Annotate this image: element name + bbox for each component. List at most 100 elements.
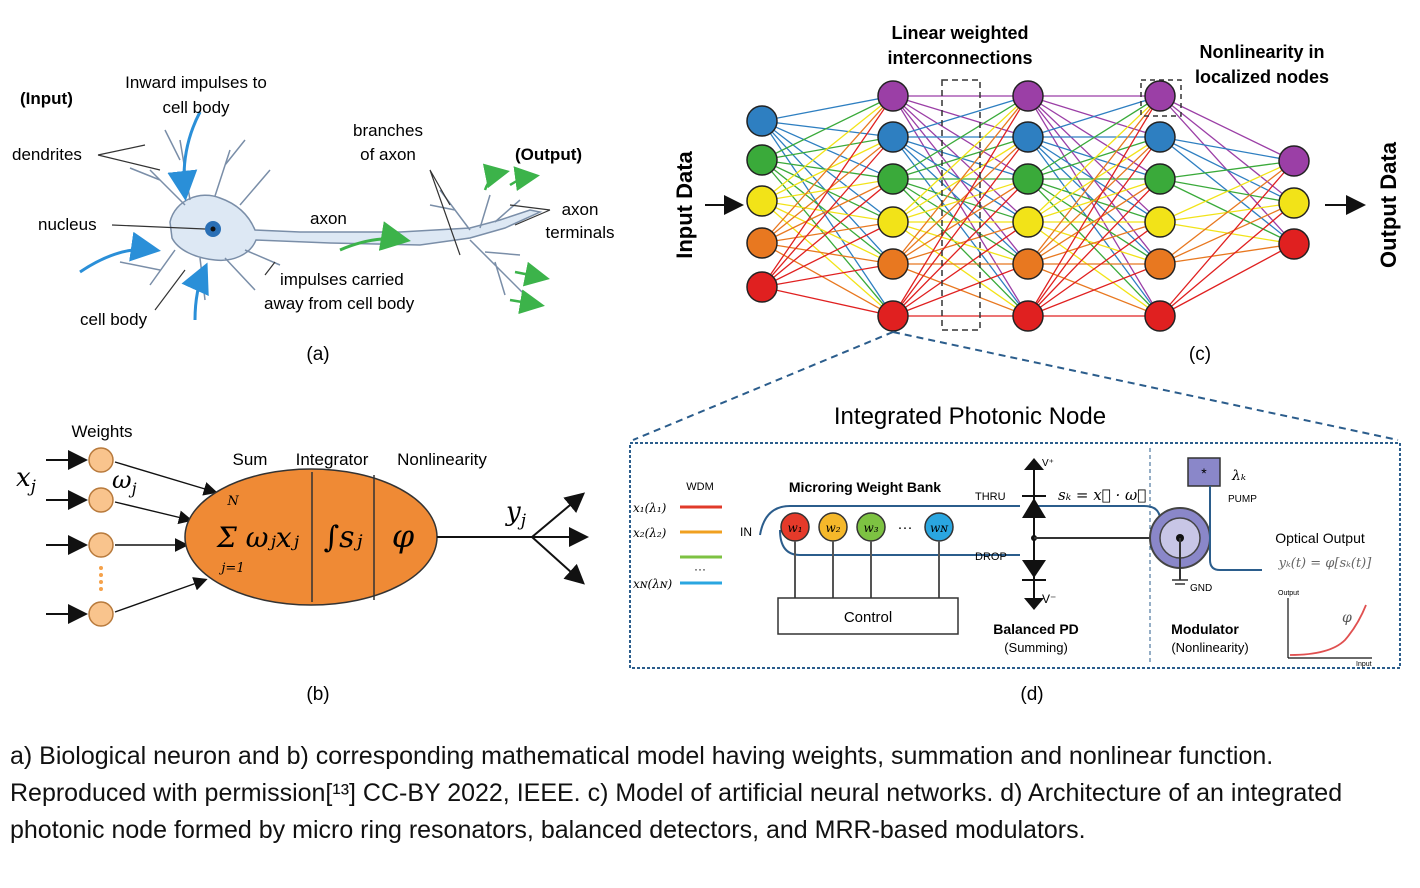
- network-node: [1012, 163, 1044, 195]
- inset-output-label: Output: [1278, 590, 1299, 597]
- network-edge: [1159, 95, 1295, 162]
- network-edge: [1159, 243, 1295, 265]
- panel-d-label: (d): [1020, 684, 1043, 705]
- inward-arrow: [181, 262, 209, 321]
- inward-arrow: [79, 231, 161, 274]
- network-edge: [761, 120, 894, 317]
- nonlinearity-label: Nonlinearity: [397, 450, 487, 469]
- network-node: [877, 121, 909, 153]
- panel-d-photonic-node: Integrated Photonic Node WDM x₁(λ₁) x₂(λ…: [629, 331, 1401, 705]
- network-edge: [761, 95, 894, 122]
- network-node: [877, 248, 909, 280]
- vplus-label: V⁺: [1042, 458, 1054, 469]
- x1-label: x₁(λ₁): [633, 501, 667, 515]
- branches-label-2: of axon: [360, 145, 416, 164]
- network-node: [1278, 145, 1310, 177]
- panel-b-label: (b): [306, 684, 329, 705]
- network-edge: [761, 178, 894, 244]
- network-edge: [892, 95, 1029, 138]
- inward-label: Inward impulses to: [125, 73, 267, 92]
- nonlinearity-in-label: Nonlinearity in: [1199, 42, 1324, 62]
- w2-label: w₂: [825, 521, 840, 535]
- network-edge: [761, 120, 894, 138]
- network-edge: [1027, 136, 1161, 180]
- figure-canvas: (Input) Inward impulses to cell body den…: [12, 23, 1401, 705]
- panel-c-ann: Linear weighted interconnections Nonline…: [672, 23, 1401, 365]
- output-arrow: [509, 166, 540, 192]
- network-edge: [761, 221, 894, 288]
- pump-star-icon: *: [1201, 465, 1207, 481]
- network-node: [1144, 163, 1176, 195]
- network-edge: [1027, 221, 1161, 265]
- output-arrow: [482, 163, 510, 191]
- yj-label: yj: [505, 497, 527, 531]
- wj-label: ωj: [112, 466, 137, 498]
- integrator-label: Integrator: [296, 450, 369, 469]
- network-edge: [761, 120, 894, 180]
- sk-formula: sₖ = x⃗ · ω⃗: [1058, 486, 1146, 504]
- input-data-label: Input Data: [672, 150, 697, 258]
- network-edge: [1159, 160, 1295, 180]
- network-edge: [1159, 243, 1295, 317]
- inward-label-2: cell body: [162, 98, 230, 117]
- network-edge: [1159, 136, 1295, 162]
- linear-weighted-label: Linear weighted: [891, 23, 1028, 43]
- network-edge: [761, 286, 894, 317]
- network-edge: [1027, 221, 1161, 317]
- network-edge: [761, 95, 894, 161]
- network-node: [1012, 300, 1044, 332]
- network-node: [877, 300, 909, 332]
- network-edge: [1027, 263, 1161, 317]
- photodiode-bottom: [1022, 560, 1046, 578]
- network-edge: [1027, 95, 1161, 265]
- network-node: [746, 227, 778, 259]
- network-edge: [761, 200, 894, 317]
- control-box: [777, 597, 959, 635]
- weights-label: Weights: [71, 422, 132, 441]
- network-edge: [761, 136, 894, 244]
- panel-a-neuron: (Input) Inward impulses to cell body den…: [12, 73, 614, 365]
- pump-laser: [1187, 457, 1221, 487]
- network-edge: [892, 221, 1029, 265]
- output-arrow: [514, 261, 550, 287]
- x2-label: x₂(λ₂): [633, 526, 667, 540]
- sum-label: Sum: [233, 450, 268, 469]
- photodiode-top: [1022, 498, 1046, 518]
- weight-node: [88, 532, 114, 558]
- impulses-label: impulses carried: [280, 270, 404, 289]
- phi-symbol: φ: [392, 517, 415, 555]
- activation-curve: [1289, 604, 1367, 656]
- network-node: [1012, 206, 1044, 238]
- interconnections-label: interconnections: [887, 48, 1032, 68]
- impulse-arrow: [339, 221, 411, 252]
- lambda-k-label: λₖ: [1231, 468, 1246, 484]
- w3-label: w₃: [863, 521, 878, 535]
- wdm-label: WDM: [686, 481, 714, 493]
- network-edge: [1159, 160, 1295, 317]
- modulator-label: Modulator: [1171, 621, 1239, 637]
- network-node: [1144, 206, 1176, 238]
- network-edge: [761, 242, 894, 265]
- ring-dots: ···: [898, 519, 913, 536]
- photonic-node-title: Integrated Photonic Node: [834, 403, 1106, 430]
- dendrites-label: dendrites: [12, 145, 82, 164]
- network-node: [1144, 248, 1176, 280]
- w1-label: w₁: [787, 521, 802, 535]
- wn-label: wɴ: [930, 521, 949, 535]
- network-edge: [761, 136, 894, 288]
- network-edge: [892, 263, 1029, 317]
- network-edge: [892, 136, 1029, 180]
- vminus-label: V⁻: [1042, 592, 1056, 606]
- output-label: (Output): [515, 145, 582, 164]
- xn-label: xɴ(λɴ): [633, 577, 673, 591]
- nucleus-label: nucleus: [38, 215, 97, 234]
- network-edge: [1027, 95, 1161, 138]
- thru-label: THRU: [975, 491, 1006, 503]
- network-edge: [1159, 202, 1295, 317]
- network-edge: [1159, 160, 1295, 223]
- network-edge: [1027, 95, 1161, 223]
- branches-label: branches: [353, 121, 423, 140]
- network-node: [1144, 80, 1176, 112]
- weight-node: [88, 601, 114, 627]
- weight-node: [88, 447, 114, 473]
